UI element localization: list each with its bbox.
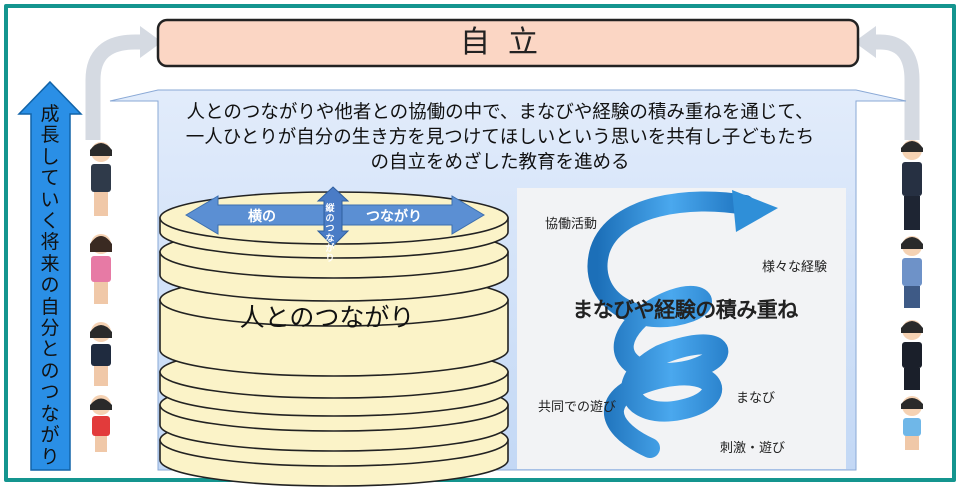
spiral-title: まなびや経験の積み重ね (572, 298, 798, 322)
char: つ (40, 381, 60, 404)
person-left-child (90, 395, 112, 452)
growth-arrow (17, 80, 83, 471)
char: 縦 (325, 204, 335, 214)
char: 分 (40, 317, 60, 340)
char: 将 (40, 231, 60, 254)
label-manabi: まなび (736, 391, 776, 406)
person-right-child (901, 396, 923, 450)
char: く (40, 210, 60, 233)
person-right-adult (901, 140, 923, 230)
intro-line: の自立をめざした教育を進める (370, 152, 630, 173)
outer-frame (4, 4, 956, 482)
person-left-adult (90, 142, 112, 216)
char: り (325, 254, 335, 264)
horizontal-label-right: つながり (366, 209, 422, 225)
char: い (40, 188, 60, 211)
char: つ (325, 224, 335, 234)
person-left-teen (90, 234, 112, 304)
char: て (40, 167, 60, 190)
char: り (40, 445, 60, 468)
title-box (156, 18, 860, 68)
stack-label: 人とのつながり (239, 303, 415, 332)
char: の (325, 214, 335, 224)
horizontal-label-left: 横の (248, 209, 276, 225)
char: な (325, 234, 335, 244)
left-curved-arrow (85, 26, 162, 140)
char: 成 (40, 103, 60, 125)
person-right-teen (901, 236, 923, 308)
growth-arrow-label: 成 長 し て い く 将 来 の 自 分 と の つ な が り (39, 103, 61, 468)
char: と (40, 338, 60, 361)
char: し (40, 145, 60, 168)
char: が (40, 424, 60, 447)
char: 自 (40, 295, 60, 318)
intro-text: 人とのつながりや他者との協働の中で、まなびや経験の積み重ねを通じて、 一人ひとり… (150, 100, 850, 175)
intro-line: 人とのつながりや他者との協働の中で、まなびや経験の積み重ねを通じて、 (186, 102, 814, 123)
spiral-graphic (587, 190, 778, 458)
person-right-student (901, 320, 923, 390)
intro-line: 一人ひとりが自分の生き方を見つけてほしいという思いを共有し子どもたち (185, 127, 815, 148)
label-shigeki: 刺激・遊び (720, 441, 786, 456)
vertical-arrow (316, 186, 350, 247)
right-curved-arrow (854, 26, 920, 140)
char: の (40, 274, 60, 297)
char: 長 (40, 124, 60, 147)
label-kyodo-asobi: 共同での遊び (538, 400, 617, 415)
vertical-label: 縦 の つ な が り (308, 204, 352, 264)
disc-stack (159, 191, 509, 487)
page-title: 自立 (460, 25, 556, 60)
label-samazama: 様々な経験 (762, 260, 828, 275)
char: の (40, 359, 60, 382)
char: が (325, 244, 335, 254)
label-kyodo: 協働活動 (545, 217, 598, 232)
char: 来 (40, 252, 60, 275)
spiral-image (517, 188, 846, 469)
char: な (40, 402, 60, 425)
person-left-student (90, 322, 112, 386)
